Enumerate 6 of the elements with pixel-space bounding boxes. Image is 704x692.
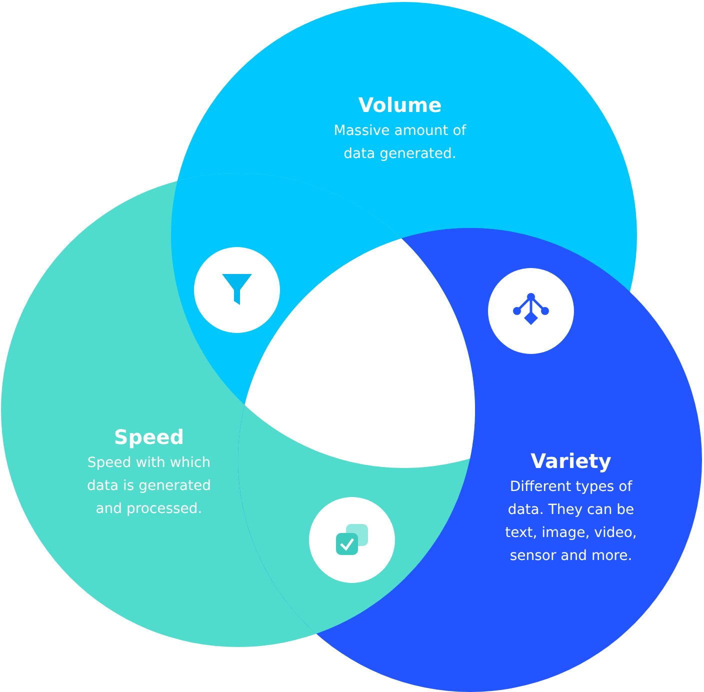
circle-title: Speed <box>112 425 186 449</box>
circle-description: Speed with which data is generated and processed. <box>86 454 212 519</box>
circle-title: Volume <box>357 93 443 117</box>
circle-description: Different types of data. They can be text, image, video, sensor and more. <box>504 478 638 566</box>
circle-title: Variety <box>530 449 612 473</box>
circle-description: Massive amount of data generated. <box>332 122 468 164</box>
